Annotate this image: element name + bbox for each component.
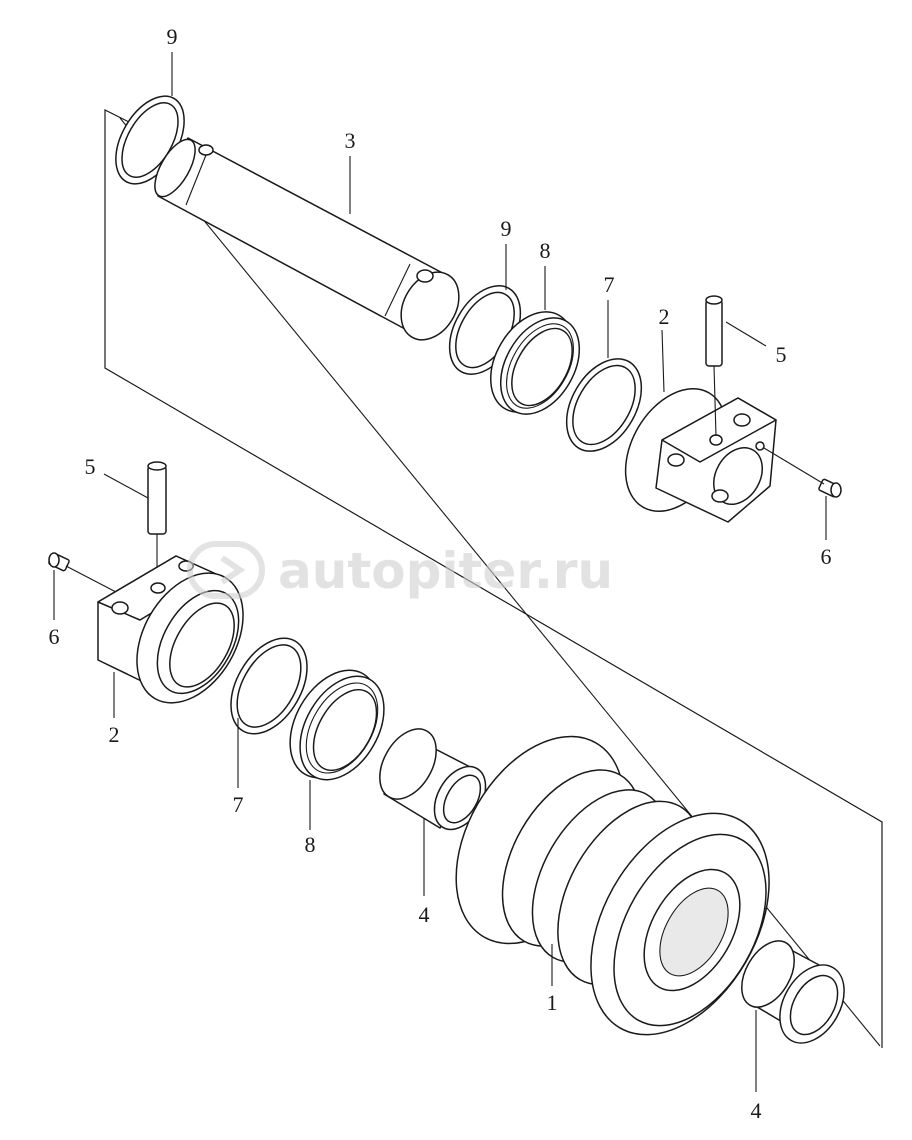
collar-left — [97, 555, 244, 704]
callout-7-top: 7 — [604, 272, 615, 297]
autopiter-logo-icon — [187, 541, 265, 599]
collar-right — [624, 388, 777, 523]
pin-right — [705, 295, 723, 437]
callout-6-left: 6 — [49, 624, 60, 649]
bushing-bottom — [741, 940, 845, 1092]
floating-seal-left — [289, 669, 385, 781]
callout-2-right: 2 — [659, 304, 670, 329]
callout-4-bottom: 4 — [751, 1098, 762, 1123]
callout-2-left: 2 — [109, 722, 120, 747]
callout-4-middle: 4 — [419, 902, 430, 927]
callout-9-middle: 9 — [501, 216, 512, 241]
shaft — [154, 137, 460, 341]
callout-3: 3 — [345, 128, 356, 153]
callout-9-top: 9 — [167, 24, 178, 49]
watermark-text: autopiter.ru — [278, 542, 613, 600]
callout-1: 1 — [547, 990, 558, 1015]
grease-fitting-left — [48, 552, 117, 593]
callout-8-left: 8 — [305, 832, 316, 857]
leader-lines — [53, 52, 827, 830]
callout-5-right: 5 — [776, 342, 787, 367]
pin-left — [147, 461, 167, 590]
callout-labels: 9 3 9 8 7 2 5 6 5 6 2 7 8 4 1 4 — [49, 24, 832, 1123]
grease-fitting-right — [763, 447, 842, 498]
callout-8-top: 8 — [540, 238, 551, 263]
watermark: autopiter.ru — [187, 541, 613, 600]
callout-5-left: 5 — [85, 454, 96, 479]
track-roller — [455, 735, 770, 1036]
o-ring-seal-top — [565, 358, 643, 452]
callout-7-left: 7 — [233, 792, 244, 817]
floating-seal-top — [490, 311, 581, 415]
callout-6-right: 6 — [821, 544, 832, 569]
bushing-middle — [379, 728, 487, 896]
o-ring-seal-left — [230, 637, 308, 735]
